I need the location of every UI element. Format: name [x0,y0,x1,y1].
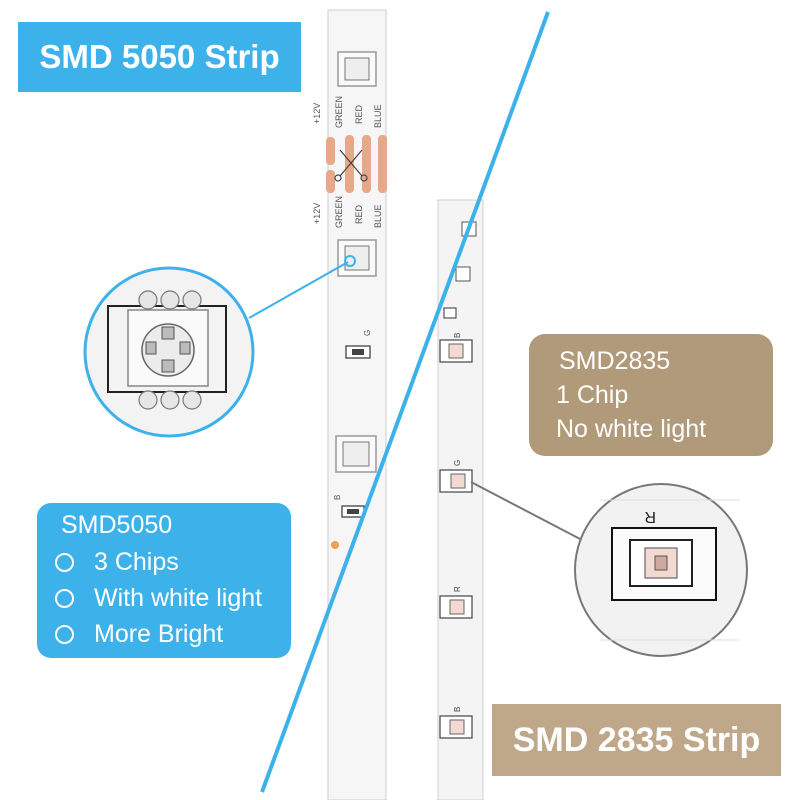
info-box-smd2835: SMD2835 1 Chip No white light [529,334,773,456]
chip-2835-r: R [439,586,473,619]
title-smd2835-strip: SMD 2835 Strip [492,704,781,776]
resistor-2835 [443,307,457,319]
title-smd5050-strip: SMD 5050 Strip [18,22,301,92]
bullet-circle-icon [55,588,74,608]
pad-label-blue-b: BLUE [373,204,383,228]
bullet-circle-icon [55,624,74,644]
pad-label-green-b: GREEN [334,196,344,228]
divider-line [260,11,550,793]
chip-label-r: R [453,586,462,592]
zoom-pointer-2835 [470,481,583,541]
pad-labels-top: +12V GREEN RED BLUE [312,96,383,128]
zoom-circle-5050 [83,255,356,438]
info-box-smd5050: SMD5050 3 Chips With white light More Br… [37,503,291,658]
led-chip-5050 [337,51,377,87]
feature-item: More Bright [55,616,291,652]
pad-label-red: RED [354,104,364,124]
info-title-smd2835: SMD2835 [559,347,671,375]
chip-2835-g: G [439,460,473,493]
resistor-label-g: G [363,330,372,336]
solder-dot [331,541,339,549]
zoom-circle-2835: R [470,481,748,657]
zoom-pointer [248,261,349,319]
pad-label-green: GREEN [334,96,344,128]
feature-label: 3 Chips [94,547,179,576]
pad-label-12v-b: +12V [312,203,322,224]
chip-2835 [455,266,471,282]
info-white-light: No white light [556,415,707,443]
led-chip-5050 [337,239,377,277]
info-title-smd5050: SMD5050 [61,511,173,539]
feature-item: With white light [55,580,291,616]
zoom-chip-label: R [644,508,656,525]
chip-label-g: G [453,460,462,466]
chip-2835-b2: B [439,707,473,739]
pad-labels-bottom: +12V GREEN RED BLUE [312,196,383,228]
pad-label-blue: BLUE [373,104,383,128]
resistor-g: G [345,330,372,359]
smd5050-strip: +12V GREEN RED BLUE +12V GREEN RED BLUE [312,9,387,800]
pad-label-12v: +12V [312,103,322,124]
led-chip-5050 [335,435,377,473]
pad-label-red-b: RED [354,204,364,224]
copper-pads [326,135,387,193]
bullet-circle-icon [55,552,74,572]
feature-label: More Bright [94,619,224,648]
scissors-icon [334,149,368,182]
feature-item: 3 Chips [55,544,291,580]
chip-label-b: B [453,333,462,338]
info-chip-count: 1 Chip [556,381,629,409]
feature-label: With white light [94,583,263,612]
resistor-label-b: B [333,495,342,500]
chip-2835-b: B [439,333,473,363]
chip-label-b2: B [453,707,462,712]
smd2835-strip: B G R B [437,199,484,800]
